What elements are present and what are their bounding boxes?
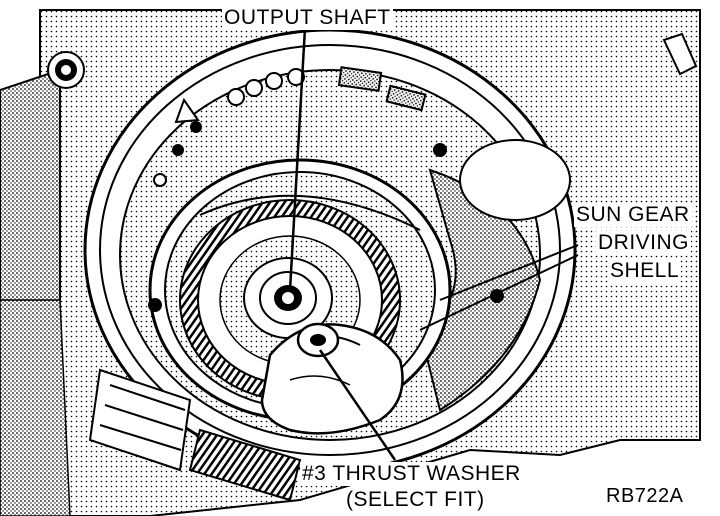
sun-gear-label-line2: DRIVING	[596, 231, 692, 255]
sun-gear-label-line3: SHELL	[608, 259, 682, 283]
output-shaft-label: OUTPUT SHAFT	[222, 6, 393, 30]
figure-code-label: RB722A	[604, 484, 686, 508]
plate-holes	[148, 66, 504, 312]
case-dowel-icon	[662, 32, 698, 76]
leader-lines	[288, 27, 579, 461]
output-shaft-hub	[243, 257, 333, 339]
hand-with-washer	[260, 322, 404, 435]
thrust-washer-label-line1: #3 THRUST WASHER	[300, 462, 523, 486]
case-fins	[88, 368, 302, 502]
thrust-washer-label-line2: (SELECT FIT)	[344, 488, 487, 512]
sun-gear-label-line1: SUN GEAR	[574, 203, 692, 227]
case-bolt-icon	[47, 51, 85, 89]
